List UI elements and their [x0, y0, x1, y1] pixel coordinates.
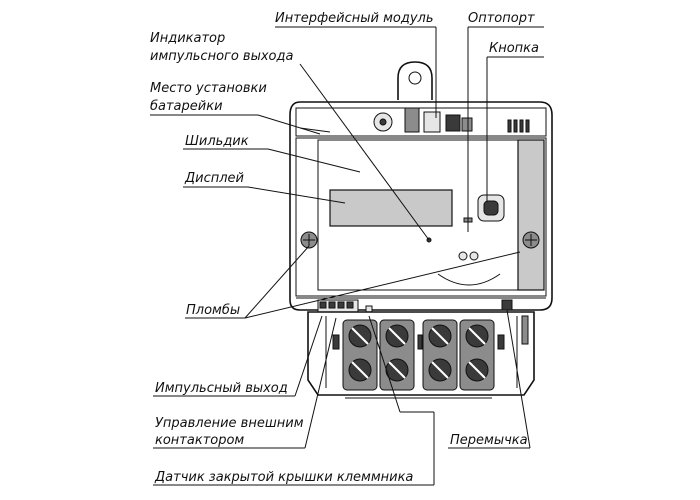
main-terminal-1: [342, 319, 378, 391]
led-1: [458, 251, 468, 261]
led-2: [469, 251, 479, 261]
label-optoport: Оптопорт: [468, 11, 535, 26]
label-interface-module: Интерфейсный модуль: [275, 11, 434, 26]
label-pulse-indicator-1: Индикатор: [150, 31, 225, 46]
main-terminal-2: [379, 319, 415, 391]
label-pulse-output: Импульсный выход: [155, 381, 288, 396]
terminal-block: [307, 311, 535, 396]
coil-part-2: [461, 117, 473, 132]
labels: Интерфейсный модуль Оптопорт Кнопка Инди…: [150, 11, 539, 485]
jumper-pin: [521, 315, 529, 345]
label-button: Кнопка: [489, 41, 539, 56]
coil-part: [445, 114, 461, 132]
interface-module-part-2: [423, 111, 441, 133]
battery-holder-center: [379, 118, 387, 126]
display-screen: [329, 189, 453, 227]
aux-terminal-screws: [319, 301, 354, 309]
label-nameplate: Шильдик: [185, 134, 249, 149]
led-arc: [437, 273, 501, 286]
meter-body: 7 8 9 10: [289, 61, 553, 399]
main-terminal-4: [459, 319, 495, 391]
label-external-contactor-2: контактором: [155, 433, 244, 448]
label-external-contactor-1: Управление внешним: [155, 416, 304, 431]
hanging-loop-hole: [408, 71, 422, 85]
label-battery-place-1: Место установки: [150, 81, 267, 96]
top-compartment: [295, 107, 547, 137]
label-cover-sensor: Датчик закрытой крышки клеммника: [154, 470, 413, 485]
label-pulse-indicator-2: импульсного выхода: [150, 49, 293, 64]
main-terminal-3: [422, 319, 458, 391]
hanging-loop: [397, 61, 433, 100]
leader-lines: [150, 26, 544, 486]
button-cap: [483, 200, 499, 216]
battery-wire: [299, 127, 331, 133]
jumper-block: [501, 299, 513, 311]
side-band: [517, 139, 545, 291]
label-battery-place-2: батарейки: [150, 99, 223, 114]
terminal-side-tabs: [332, 334, 505, 350]
label-display: Дисплей: [184, 171, 244, 186]
leader-pulse-indicator: [299, 63, 430, 241]
interface-module-part: [404, 107, 420, 133]
label-jumper: Перемычка: [450, 433, 528, 448]
seal-screw-right: [522, 231, 540, 249]
label-seals: Пломбы: [186, 303, 240, 318]
pin-header: [507, 119, 530, 133]
seal-screw-left: [300, 231, 318, 249]
front-panel: [295, 137, 547, 297]
